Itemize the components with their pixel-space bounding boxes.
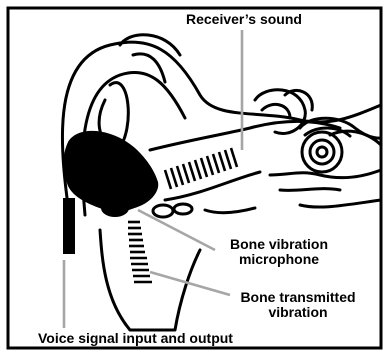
- receivers-sound-label: Receiver’s sound: [186, 12, 302, 27]
- bone-transmitted-vibration-line2: vibration: [268, 304, 327, 320]
- bone-vibration-microphone-line2: microphone: [239, 251, 319, 267]
- bone-vibration-microphone-line1: Bone vibration: [230, 236, 328, 252]
- earpiece-tip: [101, 199, 129, 217]
- bone-transmitted-vibration-label: Bone transmitted vibration: [228, 290, 368, 320]
- earpiece-stem: [63, 198, 75, 254]
- bone-vibration-microphone-label: Bone vibration microphone: [214, 237, 344, 267]
- bone-transmitted-vibration-line1: Bone transmitted: [240, 289, 355, 305]
- voice-signal-label: Voice signal input and output: [38, 331, 233, 346]
